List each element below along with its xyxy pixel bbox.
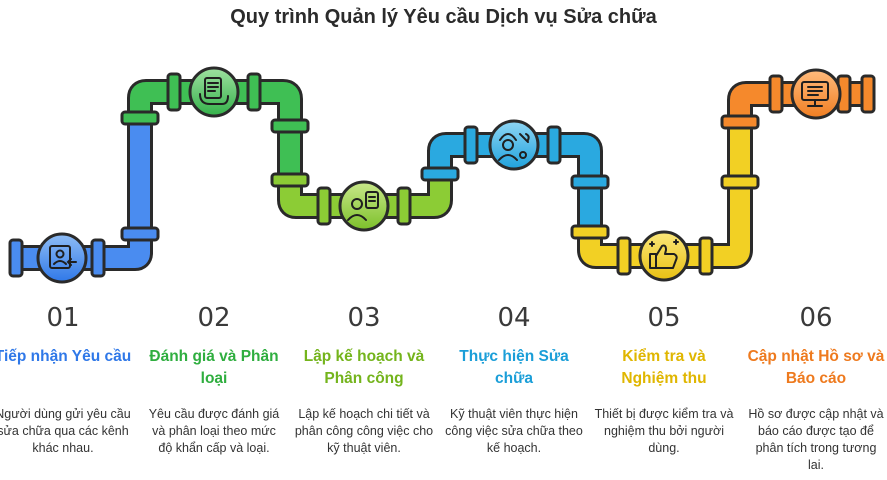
pipe-inlet-cap <box>8 238 24 278</box>
step-description: Hồ sơ được cập nhật và báo cáo được tạo … <box>748 407 884 472</box>
step-description: Thiết bị được kiểm tra và nghiệm thu bởi… <box>594 407 734 455</box>
thumbs-up-icon <box>649 239 679 269</box>
step-number: 05 <box>647 303 681 333</box>
pipe-segment-6 <box>727 81 868 120</box>
step-description: Người dùng gửi yêu cầu sửa chữa qua các … <box>0 407 131 455</box>
step-number: 02 <box>197 303 231 333</box>
step-node-04 <box>488 119 540 171</box>
step-node-05 <box>638 230 690 282</box>
planner-clipboard-icon <box>347 191 379 221</box>
step-number: 06 <box>799 303 833 333</box>
step-05: 05 Kiểm tra và Nghiệm thu Thiết bị được … <box>594 300 734 457</box>
step-description: Lập kế hoạch chi tiết và phân công công … <box>294 407 434 455</box>
step-title: Cập nhật Hồ sơ và Báo cáo <box>747 348 885 387</box>
step-description: Yêu cầu được đánh giá và phân loại theo … <box>148 407 280 455</box>
user-inbox-icon <box>49 245 77 269</box>
step-03: 03 Lập kế hoạch và Phân công Lập kế hoạc… <box>294 300 434 457</box>
technician-wrench-icon <box>498 133 530 161</box>
step-node-02 <box>188 66 240 118</box>
document-review-icon <box>199 77 229 105</box>
step-06: 06 Cập nhật Hồ sơ và Báo cáo Hồ sơ được … <box>746 300 886 474</box>
step-04: 04 Thực hiện Sửa chữa Kỹ thuật viên thực… <box>444 300 584 457</box>
step-number: 03 <box>347 303 381 333</box>
step-number: 04 <box>497 303 531 333</box>
pipeline-diagram <box>8 66 876 284</box>
step-node-03 <box>338 180 390 232</box>
step-title: Thực hiện Sửa chữa <box>459 348 569 387</box>
step-title: Đánh giá và Phân loại <box>149 348 279 387</box>
pipe-segment-1 <box>18 98 153 271</box>
step-02: 02 Đánh giá và Phân loại Yêu cầu được đá… <box>144 300 284 457</box>
pipe-couplings <box>90 72 852 278</box>
diagram-title: Quy trình Quản lý Yêu cầu Dịch vụ Sửa ch… <box>230 6 657 28</box>
step-title: Kiểm tra và Nghiệm thu <box>621 348 707 387</box>
computer-report-icon <box>801 81 829 107</box>
step-number: 01 <box>46 303 80 333</box>
step-node-01 <box>36 232 88 284</box>
pipe-outlet-cap <box>860 74 876 114</box>
step-title: Tiếp nhận Yêu cầu <box>0 348 132 365</box>
step-node-06 <box>790 68 842 120</box>
step-01: 01 Tiếp nhận Yêu cầu Người dùng gửi yêu … <box>0 300 133 457</box>
step-title: Lập kế hoạch và Phân công <box>303 348 425 387</box>
step-description: Kỹ thuật viên thực hiện công việc sửa ch… <box>445 407 583 455</box>
